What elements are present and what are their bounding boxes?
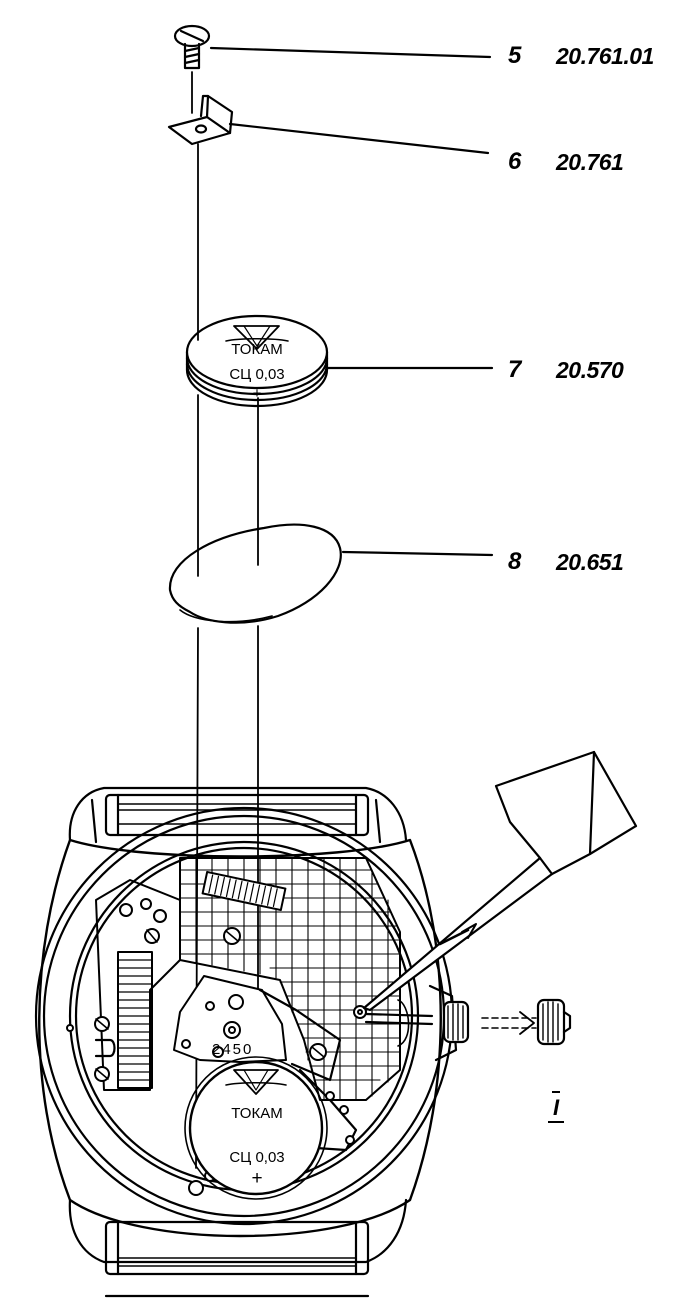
leader-line-8 — [341, 550, 494, 557]
battery-top-brand: ТОКАМ — [231, 341, 282, 358]
battery-in-movement — [184, 1056, 328, 1200]
insulator-part-8 — [168, 523, 342, 624]
callout-code-7: 20.570 — [556, 357, 624, 383]
leader-line-6 — [228, 122, 490, 155]
callout-number-6: 6 — [508, 148, 522, 175]
battery-top-polarity: + — [253, 385, 262, 402]
leader-line-5 — [209, 46, 492, 59]
movement-screws — [66, 898, 367, 1196]
tweezer-tool — [362, 750, 638, 1012]
coil-grid-plate — [179, 857, 401, 1101]
bracket-part-6 — [167, 94, 234, 146]
callout-code-6: 20.761 — [556, 149, 624, 175]
battery-part-7 — [185, 314, 329, 408]
callout-number-8: 8 — [508, 548, 522, 575]
callout-code-8: 20.651 — [556, 549, 624, 575]
battery-inside-brand: ТОКАМ — [231, 1105, 282, 1122]
screw-part-5 — [173, 24, 211, 70]
screw-slots — [95, 929, 325, 1080]
movement-digits: 2450 — [212, 1041, 253, 1058]
battery-inside-polarity: + — [251, 1168, 262, 1189]
callout-code-5: 20.761.01 — [556, 43, 654, 69]
battery-top-model: СЦ 0,03 — [229, 366, 284, 383]
stem-direction-label: I — [553, 1095, 560, 1120]
callout-number-7: 7 — [508, 356, 522, 383]
battery-inside-model: СЦ 0,03 — [229, 1149, 284, 1166]
crown-assembly — [364, 984, 572, 1062]
callout-number-5: 5 — [508, 42, 522, 69]
movement-left-plate — [94, 879, 181, 1091]
